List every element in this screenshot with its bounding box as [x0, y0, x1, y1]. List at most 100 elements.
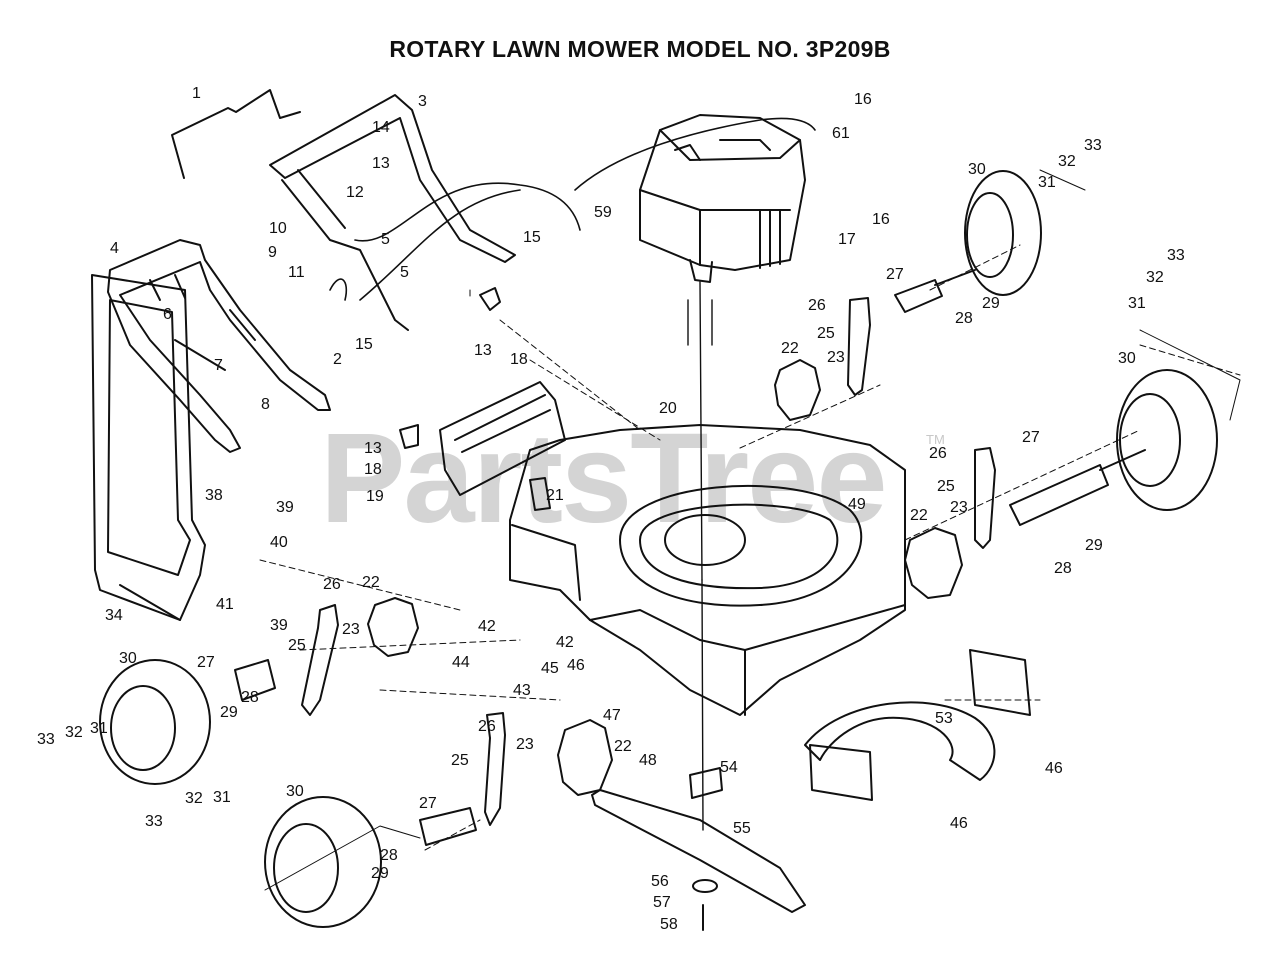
callout-22c: 22 [362, 574, 380, 591]
callout-32d: 32 [185, 790, 203, 807]
callout-48: 48 [639, 752, 657, 769]
diagram-title: ROTARY LAWN MOWER MODEL NO. 3P209B [389, 36, 891, 62]
upper-handle-wire [171, 89, 301, 179]
callout-53: 53 [935, 710, 953, 727]
callout-23c: 23 [342, 621, 360, 638]
callout-14: 14 [372, 119, 390, 136]
watermark-trademark: TM [926, 432, 945, 447]
callout-12: 12 [346, 184, 364, 201]
engine [639, 114, 806, 283]
callout-49: 49 [848, 496, 866, 513]
callout-3: 3 [418, 93, 427, 110]
callout-2: 2 [333, 351, 342, 368]
callout-29: 29 [982, 295, 1000, 312]
callout-46b: 46 [1045, 760, 1063, 777]
callout-18: 18 [510, 351, 528, 368]
callout-28d: 28 [380, 847, 398, 864]
callout-15b: 15 [355, 336, 373, 353]
callout-29b: 29 [1085, 537, 1103, 554]
callout-27d: 27 [419, 795, 437, 812]
callout-46c: 46 [950, 815, 968, 832]
rear-hinge-bracket [399, 287, 551, 511]
callout-13: 13 [372, 155, 390, 172]
callout-47: 47 [603, 707, 621, 724]
wheel-leaders [264, 169, 1241, 891]
lower-handle [107, 239, 331, 453]
callout-30c: 30 [119, 650, 137, 667]
callout-10: 10 [269, 220, 287, 237]
callout-26d: 26 [478, 718, 496, 735]
callout-28c: 28 [241, 689, 259, 706]
callout-20: 20 [659, 400, 677, 417]
watermark: PartsTree [320, 407, 887, 550]
callout-29d: 29 [371, 865, 389, 882]
callout-7: 7 [214, 357, 223, 374]
height-adjusters [301, 297, 996, 826]
callout-6: 6 [163, 306, 172, 323]
callout-38: 38 [205, 487, 223, 504]
callout-27: 27 [886, 266, 904, 283]
callout-39: 39 [276, 499, 294, 516]
callout-59: 59 [594, 204, 612, 221]
callout-25: 25 [817, 325, 835, 342]
callout-31: 31 [1038, 174, 1056, 191]
callout-11: 11 [288, 264, 305, 281]
callout-39b: 39 [270, 617, 288, 634]
callout-9: 9 [268, 244, 277, 261]
callout-23d: 23 [516, 736, 534, 753]
callout-30: 30 [968, 161, 986, 178]
callout-31b: 31 [1128, 295, 1146, 312]
callout-5: 5 [381, 231, 390, 248]
callout-13c: 13 [364, 440, 382, 457]
callout-44: 44 [452, 654, 470, 671]
callout-21: 21 [546, 487, 564, 504]
callout-32c: 32 [65, 724, 83, 741]
callout-13b: 13 [474, 342, 492, 359]
callout-25b: 25 [937, 478, 955, 495]
callout-33: 33 [1084, 137, 1102, 154]
callout-15: 15 [523, 229, 541, 246]
axles [234, 269, 1146, 846]
callout-32: 32 [1058, 153, 1076, 170]
callout-5b: 5 [400, 264, 409, 281]
wheels [99, 170, 1218, 928]
upper-handle [269, 94, 516, 331]
callout-23: 23 [827, 349, 845, 366]
callout-26c: 26 [323, 576, 341, 593]
callout-22d: 22 [614, 738, 632, 755]
callout-8: 8 [261, 396, 270, 413]
callout-16b: 16 [872, 211, 890, 228]
callout-40: 40 [270, 534, 288, 551]
callout-30d: 30 [286, 783, 304, 800]
callout-41: 41 [216, 596, 234, 613]
control-cable [329, 117, 816, 301]
callout-57: 57 [653, 894, 671, 911]
callout-33c: 33 [37, 731, 55, 748]
callout-54: 54 [720, 759, 738, 776]
ratchet-plates [367, 359, 963, 796]
callout-27c: 27 [197, 654, 215, 671]
callout-22: 22 [781, 340, 799, 357]
callout-33d: 33 [145, 813, 163, 830]
callout-58: 58 [660, 916, 678, 933]
blade [591, 767, 806, 931]
callout-46: 46 [567, 657, 585, 674]
callout-33b: 33 [1167, 247, 1185, 264]
callout-17: 17 [838, 231, 856, 248]
callout-26: 26 [808, 297, 826, 314]
callout-56: 56 [651, 873, 669, 890]
callout-42: 42 [478, 618, 496, 635]
callout-23b: 23 [950, 499, 968, 516]
deck-baffle [804, 649, 1031, 801]
callout-31d: 31 [213, 789, 231, 806]
grass-bag-frame [91, 274, 206, 621]
callout-30b: 30 [1118, 350, 1136, 367]
callout-16: 16 [854, 91, 872, 108]
callout-25d: 25 [451, 752, 469, 769]
callout-4: 4 [110, 240, 119, 257]
rear-deflector [439, 381, 566, 496]
callout-34: 34 [105, 607, 123, 624]
callout-61: 61 [832, 125, 850, 142]
